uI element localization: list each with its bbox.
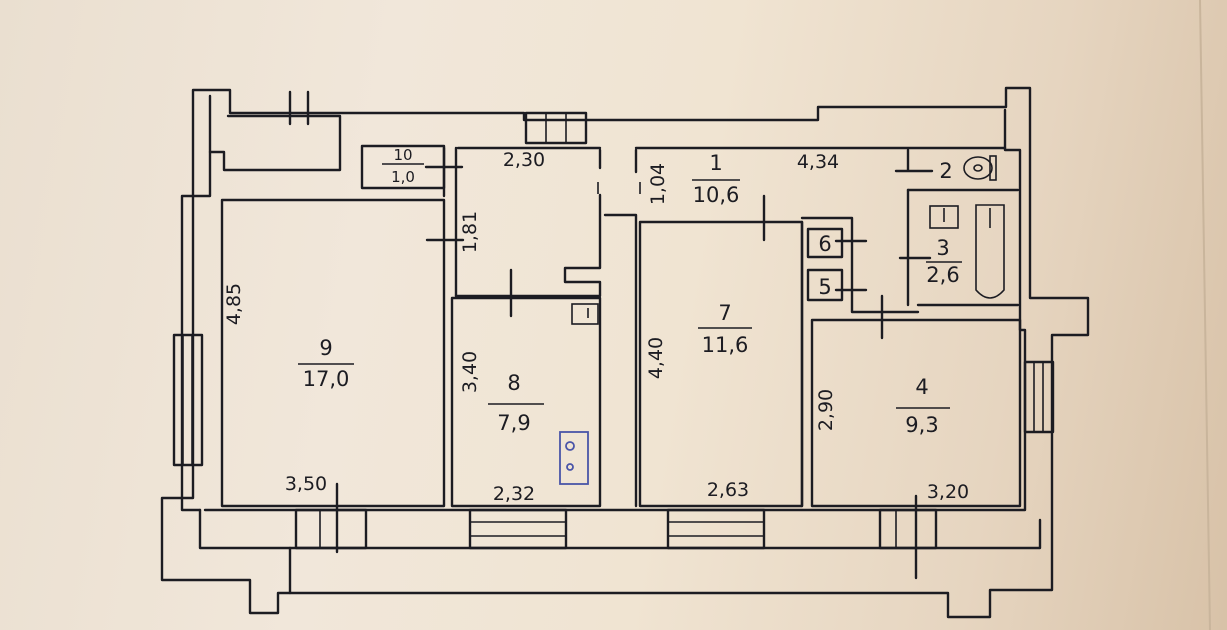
interior-walls (220, 144, 1022, 508)
room-10-area: 1,0 (391, 168, 415, 186)
room-1-area: 10,6 (693, 183, 740, 207)
dim-v-1-81: 1,81 (459, 211, 481, 253)
room-9-number: 9 (319, 336, 332, 360)
fixtures (559, 155, 1005, 485)
stove-icon (559, 431, 589, 485)
room-9-area: 17,0 (303, 367, 350, 391)
dim-bottom-3-20: 3,20 (927, 481, 969, 503)
paper-edge (1199, 0, 1211, 630)
room-3-area: 2,6 (926, 263, 959, 287)
room-7-number: 7 (718, 301, 731, 325)
dim-v-1-04: 1,04 (647, 163, 669, 205)
room-5-number: 5 (818, 275, 831, 299)
tick-marks (288, 90, 934, 580)
room-3-number: 3 (936, 236, 949, 260)
room-7-area: 11,6 (702, 333, 749, 357)
room-8-number: 8 (507, 371, 520, 395)
room-2-number: 2 (939, 159, 952, 183)
room-6-number: 6 (818, 232, 831, 256)
dim-v-2-90: 2,90 (815, 389, 837, 431)
windows (172, 111, 1055, 550)
dim-bottom-2-32: 2,32 (493, 483, 535, 505)
room-10-number: 10 (393, 146, 412, 164)
dim-v-4-85: 4,85 (223, 283, 245, 325)
toilet-icon (963, 156, 993, 180)
dim-bottom-2-63: 2,63 (707, 479, 749, 501)
washbasin-icon (929, 205, 959, 229)
dim-top-2-30: 2,30 (503, 149, 545, 171)
bathtub-icon (975, 204, 1005, 299)
room-1-number: 1 (709, 151, 722, 175)
dim-top-4-34: 4,34 (797, 151, 839, 173)
room-labels: 1 10,6 2 3 2,6 4 9,3 5 6 7 11,6 8 7,9 9 … (298, 146, 962, 437)
dim-v-3-40: 3,40 (459, 351, 481, 393)
room-4-number: 4 (915, 375, 928, 399)
dim-v-4-40: 4,40 (645, 337, 667, 379)
dimension-labels: 2,30 4,34 1,04 1,81 4,85 3,40 4,40 2,90 … (223, 149, 969, 505)
room-4-area: 9,3 (905, 413, 938, 437)
dim-bottom-3-50: 3,50 (285, 473, 327, 495)
sink-icon (571, 303, 599, 325)
room-8-area: 7,9 (497, 411, 530, 435)
